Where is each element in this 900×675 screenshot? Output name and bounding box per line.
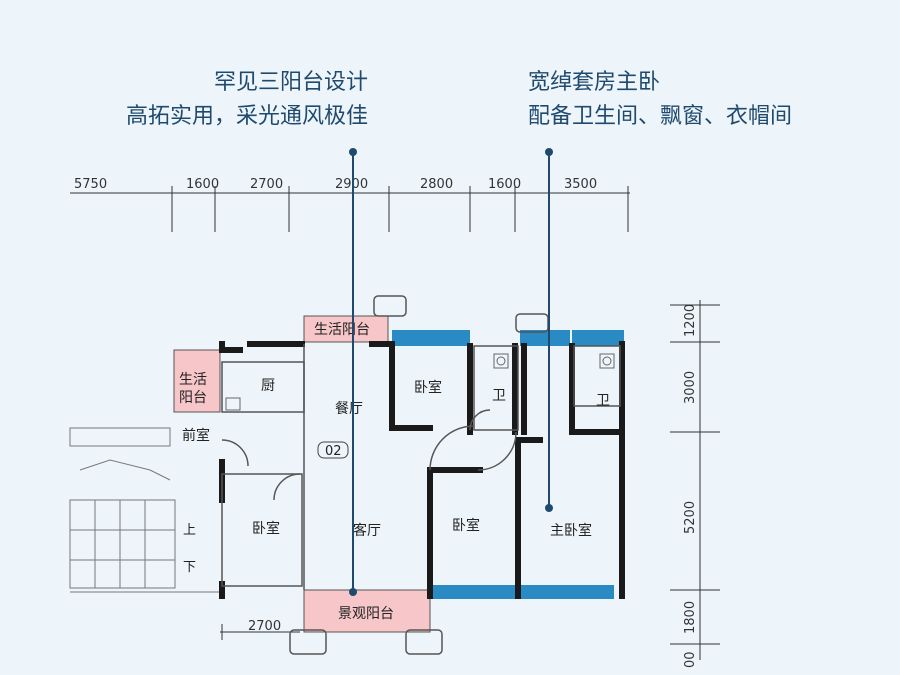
room-bath-1: 卫 bbox=[492, 388, 506, 404]
room-bedroom-left: 卧室 bbox=[252, 520, 280, 537]
unit-label: 02 bbox=[325, 444, 342, 459]
callout-master-suite: 宽绰套房主卧 配备卫生间、飘窗、衣帽间 bbox=[528, 66, 792, 134]
room-bedroom-mid: 卧室 bbox=[452, 517, 480, 534]
callout-line-left bbox=[349, 148, 357, 596]
top-dim-5: 2800 bbox=[420, 177, 453, 192]
room-view-balcony: 景观阳台 bbox=[338, 606, 394, 622]
room-life-balcony-left-2: 阳台 bbox=[179, 390, 207, 406]
room-bedroom-top: 卧室 bbox=[414, 379, 442, 396]
top-dim-7: 3500 bbox=[564, 177, 597, 192]
callout-left-line2: 高拓实用，采光通风极佳 bbox=[125, 104, 368, 129]
right-dim-4: 1800 bbox=[683, 601, 698, 634]
view-balcony bbox=[303, 589, 431, 633]
callout-left-line1: 罕见三阳台设计 bbox=[213, 70, 368, 95]
callout-right-line1: 宽绰套房主卧 bbox=[528, 70, 661, 95]
room-foyer: 前室 bbox=[182, 427, 210, 444]
thin-walls bbox=[221, 295, 621, 655]
right-dimension-line bbox=[670, 300, 720, 660]
life-balcony-top bbox=[303, 315, 389, 343]
stair-up-label: 上 bbox=[183, 523, 196, 538]
windows bbox=[392, 330, 624, 599]
left-corridor bbox=[69, 427, 220, 593]
room-life-balcony-left-1: 生活 bbox=[179, 372, 207, 388]
top-dim-2: 1600 bbox=[186, 177, 219, 192]
top-dim-6: 1600 bbox=[488, 177, 521, 192]
room-kitchen: 厨 bbox=[261, 378, 275, 394]
callout-line-right bbox=[545, 148, 553, 512]
room-living: 客厅 bbox=[353, 522, 381, 539]
walls bbox=[219, 341, 625, 599]
room-life-balcony-top: 生活阳台 bbox=[314, 322, 370, 338]
top-dim-1: 5750 bbox=[74, 177, 107, 192]
room-dining: 餐厅 bbox=[335, 401, 363, 417]
top-dimension-line bbox=[70, 186, 630, 232]
bottom-dim: 2700 bbox=[248, 619, 281, 634]
top-dim-3: 2700 bbox=[250, 177, 283, 192]
right-dim-3: 5200 bbox=[683, 501, 698, 534]
fixtures bbox=[225, 353, 615, 411]
bottom-dimension-line bbox=[220, 624, 300, 640]
life-balcony-left bbox=[173, 349, 221, 413]
callout-balconies: 罕见三阳台设计 高拓实用，采光通风极佳 bbox=[126, 66, 368, 134]
right-dim-1: 1200 bbox=[683, 304, 698, 337]
room-master-bedroom: 主卧室 bbox=[550, 522, 592, 539]
right-dim-5: 00 bbox=[683, 651, 698, 668]
top-dim-4: 2900 bbox=[335, 177, 368, 192]
room-bath-2: 卫 bbox=[596, 393, 610, 409]
stair-down-label: 下 bbox=[183, 560, 196, 575]
right-dim-2: 3000 bbox=[683, 371, 698, 404]
unit-label-box bbox=[317, 441, 349, 459]
callout-right-line2: 配备卫生间、飘窗、衣帽间 bbox=[528, 104, 793, 129]
